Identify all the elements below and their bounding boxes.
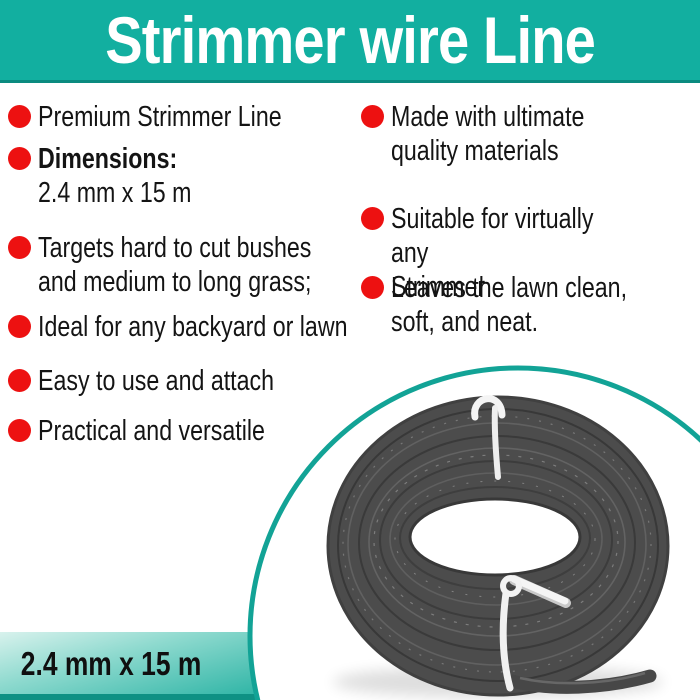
dimensions-label: Dimensions:	[38, 143, 178, 175]
bullet-dot-icon	[8, 315, 31, 338]
coil-shadow	[333, 666, 663, 698]
size-badge-text: 2.4 mm x 15 m	[20, 644, 202, 682]
feature-text: Practical and versatile	[38, 415, 265, 447]
feature-item: Easy to use and attach	[8, 364, 468, 398]
feature-text: Suitable for virtually any Strimmer	[391, 203, 594, 303]
feature-text: Ideal for any backyard or lawn	[38, 311, 348, 343]
feature-text: Premium Strimmer Line	[38, 101, 282, 133]
feature-text: Dimensions:2.4 mm x 15 m	[38, 142, 382, 210]
feature-item: Made with ultimate quality materials	[361, 100, 691, 168]
bullet-dot-icon	[8, 369, 31, 392]
bullet-dot-icon	[8, 419, 31, 442]
title-banner: Strimmer wire Line	[0, 0, 700, 83]
feature-item: Dimensions:2.4 mm x 15 m	[8, 142, 468, 210]
feature-text: Targets hard to cut bushes and medium to…	[38, 232, 312, 298]
bullet-dot-icon	[361, 105, 384, 128]
feature-item: Leaves the lawn clean, soft, and neat.	[361, 271, 691, 339]
wire-tail	[505, 669, 657, 694]
twist-tie-middle-icon	[499, 575, 571, 692]
feature-item: Suitable for virtually any Strimmer	[361, 202, 691, 304]
size-badge: 2.4 mm x 15 m	[0, 632, 258, 700]
bullet-dot-icon	[8, 147, 31, 170]
twist-tie-top-icon	[471, 395, 506, 480]
feature-item: Targets hard to cut bushes and medium to…	[8, 231, 468, 299]
bullet-dot-icon	[361, 276, 384, 299]
feature-text: Easy to use and attach	[38, 365, 275, 397]
feature-item: Practical and versatile	[8, 414, 468, 448]
page-title: Strimmer wire Line	[105, 3, 596, 77]
dimensions-value: 2.4 mm x 15 m	[38, 177, 192, 209]
bullet-dot-icon	[8, 105, 31, 128]
feature-text: Made with ultimate quality materials	[391, 101, 585, 167]
bullet-dot-icon	[361, 207, 384, 230]
bullet-dot-icon	[8, 236, 31, 259]
feature-item: Ideal for any backyard or lawn	[8, 310, 468, 344]
feature-text: Leaves the lawn clean, soft, and neat.	[391, 272, 628, 338]
feature-item: Premium Strimmer Line	[8, 100, 468, 134]
